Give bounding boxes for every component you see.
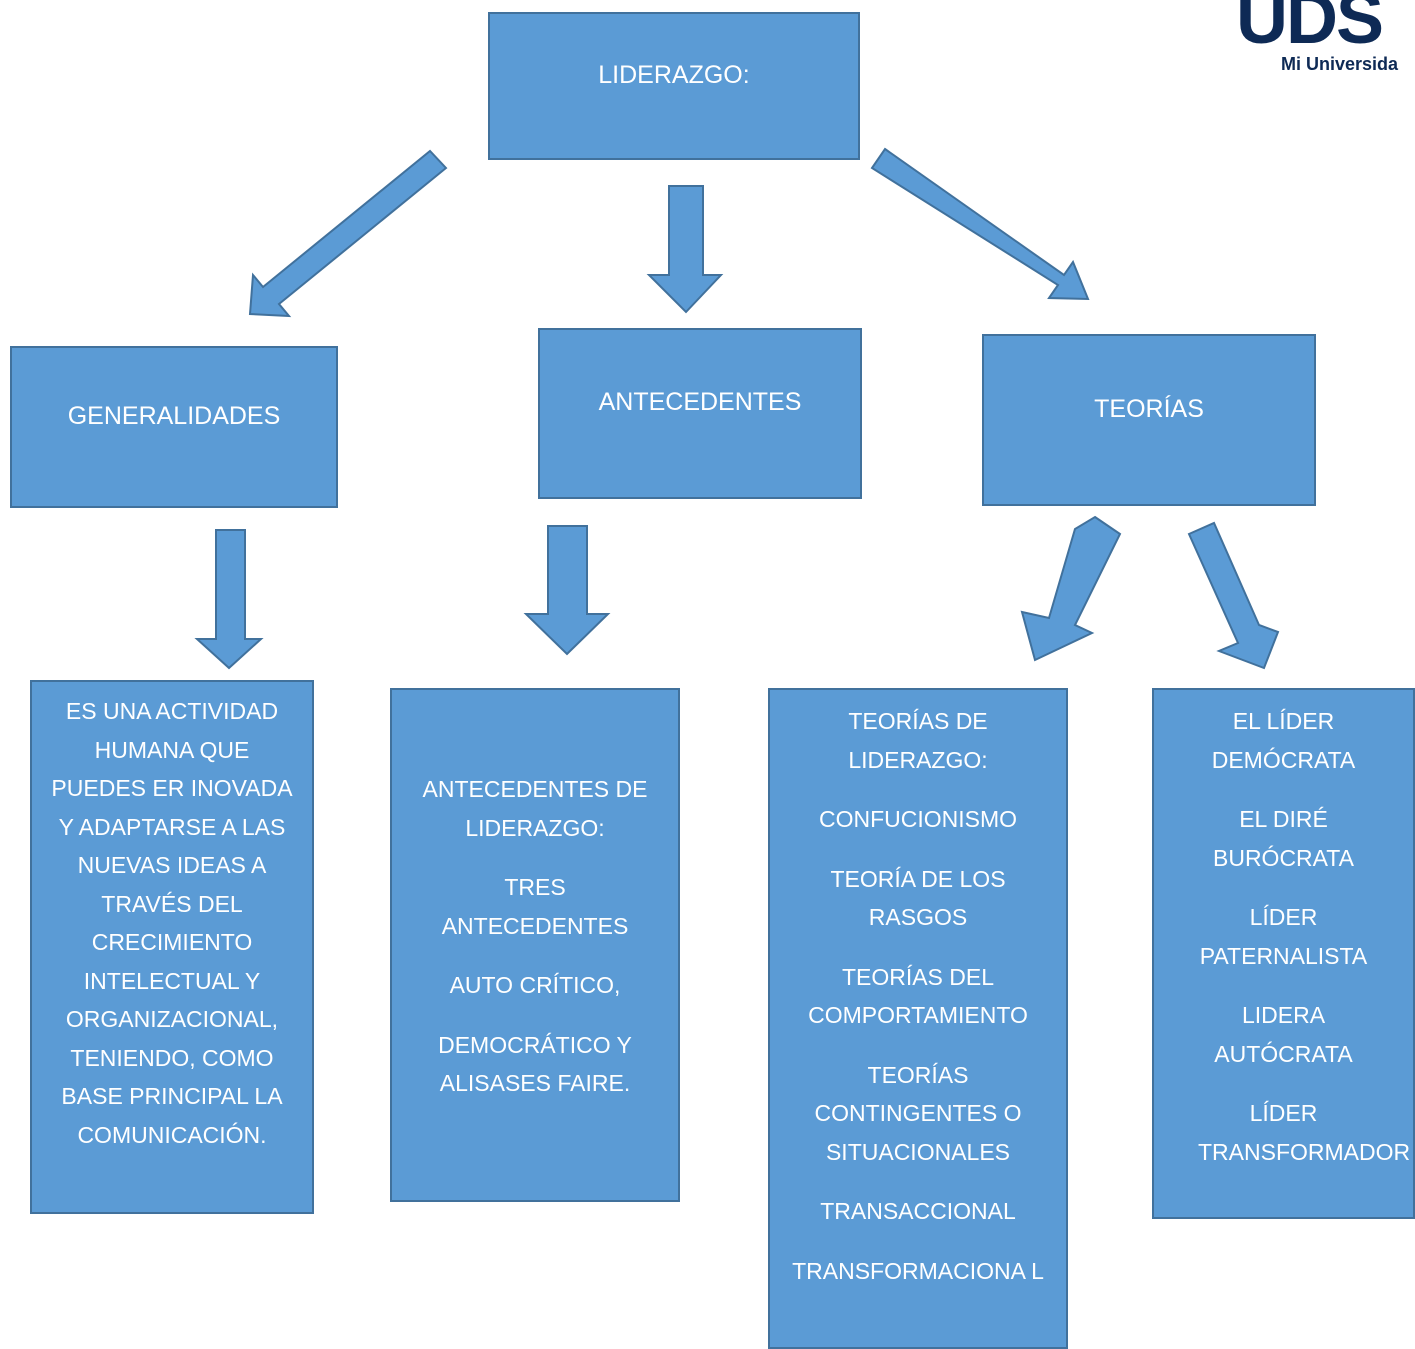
teorias-paragraph: TEORÍA DE LOS RASGOS — [830, 865, 1006, 931]
teorias-paragraph: TEORÍAS DEL COMPORTAMIENTO — [808, 963, 1028, 1029]
arrow-root-to-antecedentes — [646, 185, 724, 314]
branch-label-generalidades: GENERALIDADES — [67, 401, 281, 430]
uds-logo: UDS Mi Universida — [1228, 0, 1415, 80]
tipos-lider-paragraph: EL DIRÉ BURÓCRATA — [1213, 806, 1354, 871]
detail-node-tipos-lider: EL LÍDER DEMÓCRATA EL DIRÉ BURÓCRATA LÍD… — [1152, 688, 1415, 1219]
tipos-lider-paragraph: LÍDER PATERNALISTA — [1199, 904, 1368, 969]
tipos-lider-paragraph: LIDERA AUTÓCRATA — [1214, 1002, 1353, 1067]
arrow-antecedentes-to-detail — [523, 525, 611, 656]
tipos-lider-paragraph: LÍDER TRANSFORMADOR — [1198, 1100, 1411, 1165]
branch-node-generalidades: GENERALIDADES — [10, 346, 338, 508]
arrow-generalidades-to-detail — [194, 529, 264, 670]
antecedentes-paragraph: TRES ANTECEDENTES — [441, 874, 629, 939]
teorias-paragraph: TRANSACCIONAL — [820, 1198, 1016, 1224]
tipos-lider-paragraph: EL LÍDER DEMÓCRATA — [1211, 708, 1356, 773]
arrow-root-to-teorias — [870, 147, 1090, 301]
arrow-teorias-to-tipos — [1187, 521, 1280, 670]
detail-node-teorias-lista: TEORÍAS DE LIDERAZGO: CONFUCIONISMO TEOR… — [768, 688, 1068, 1349]
branch-node-teorias: TEORÍAS — [982, 334, 1316, 506]
teorias-paragraph: TEORÍAS CONTINGENTES O SITUACIONALES — [814, 1061, 1022, 1165]
arrow-root-to-generalidades — [248, 149, 448, 318]
logo-tagline: Mi Universida — [1281, 54, 1399, 74]
arrow-teorias-to-lista — [1020, 515, 1122, 662]
detail-node-generalidades: ES UNA ACTIVIDAD HUMANA QUE PUEDES ER IN… — [30, 680, 314, 1214]
detail-generalidades-text: ES UNA ACTIVIDAD HUMANA QUE PUEDES ER IN… — [51, 698, 293, 1148]
branch-node-antecedentes: ANTECEDENTES — [538, 328, 862, 499]
branch-label-antecedentes: ANTECEDENTES — [598, 388, 802, 416]
detail-node-antecedentes: ANTECEDENTES DE LIDERAZGO: TRES ANTECEDE… — [390, 688, 680, 1202]
teorias-paragraph: TRANSFORMACIONA L — [792, 1257, 1044, 1284]
antecedentes-paragraph: ANTECEDENTES DE LIDERAZGO: — [422, 776, 648, 841]
root-node-liderazgo: LIDERAZGO: — [488, 12, 860, 160]
teorias-paragraph: TEORÍAS DE LIDERAZGO: — [848, 708, 988, 773]
antecedentes-paragraph: AUTO CRÍTICO, — [449, 972, 621, 998]
teorias-paragraph: CONFUCIONISMO — [818, 806, 1018, 832]
antecedentes-paragraph: DEMOCRÁTICO Y ALISASES FAIRE. — [438, 1031, 632, 1097]
branch-label-teorias: TEORÍAS — [1094, 394, 1204, 423]
logo-brand-text: UDS — [1236, 0, 1384, 59]
root-node-label: LIDERAZGO: — [598, 60, 750, 89]
